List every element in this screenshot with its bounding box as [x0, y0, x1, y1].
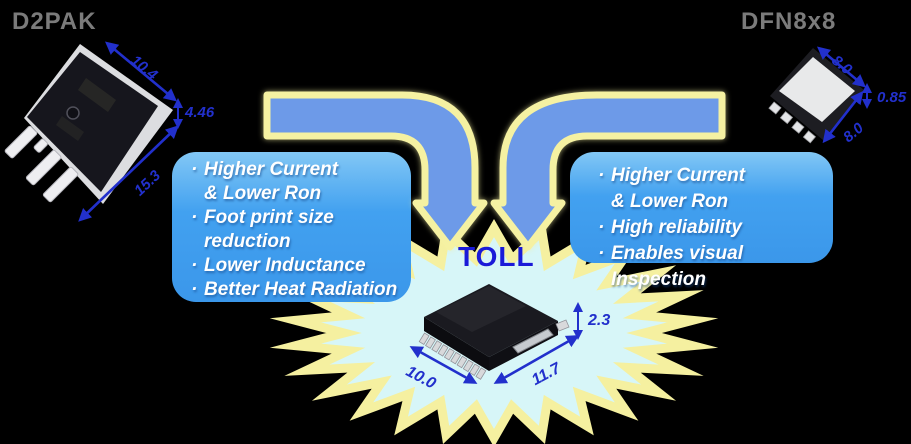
bullet-icon: ·	[191, 207, 198, 228]
d2pak-dim-thickness: 4.46	[185, 104, 215, 121]
bullet-line: & Lower Ron	[204, 183, 322, 204]
right-callout-text: ·Higher Current & Lower Ron ·High reliab…	[598, 163, 840, 293]
bullet-icon: ·	[191, 159, 198, 180]
bullet-line: ·Foot print size	[191, 207, 334, 228]
toll-length-dim-arrow	[493, 335, 580, 384]
bullet-icon: ·	[598, 217, 605, 238]
bullet-icon: ·	[191, 279, 198, 300]
bullet-line: ·Better Heat Radiation	[191, 279, 398, 300]
dfn8x8-length-dim-arrow	[822, 90, 864, 144]
toll-label: TOLL	[458, 241, 535, 272]
merge-arrow-right-icon	[490, 91, 726, 251]
dfn8x8-width-dim-arrow	[817, 46, 866, 88]
left-callout-text: ·Higher Current & Lower Ron ·Foot print …	[191, 158, 405, 302]
bullet-icon: ·	[191, 255, 198, 276]
bullet-line: ·Higher Current	[191, 159, 339, 180]
bullet-line: & Lower Ron	[611, 191, 729, 212]
bullet-line: ·High reliability	[598, 215, 840, 241]
bullet-icon: ·	[598, 165, 605, 186]
bullet-line: ·Lower Inductance	[191, 255, 366, 276]
left-callout-box	[172, 152, 411, 302]
toll-width-dim-arrow	[409, 346, 478, 384]
bullet-line: reduction	[204, 231, 291, 252]
bullet-line: ·Higher Current	[598, 163, 840, 189]
bullet-icon: ·	[598, 243, 605, 264]
right-callout-box	[570, 152, 833, 263]
merge-arrow-left-icon	[263, 91, 488, 251]
d2pak-length-dim-arrow	[78, 125, 179, 222]
bullet-line: ·Enables visual Inspection	[598, 241, 840, 293]
d2pak-label: D2PAK	[12, 8, 97, 35]
dfn8x8-label: DFN8x8	[741, 8, 837, 35]
dfn8x8-dim-thickness: 0.85	[877, 89, 907, 106]
d2pak-width-dim-arrow	[105, 41, 177, 102]
toll-dim-height: 2.3	[588, 312, 611, 329]
